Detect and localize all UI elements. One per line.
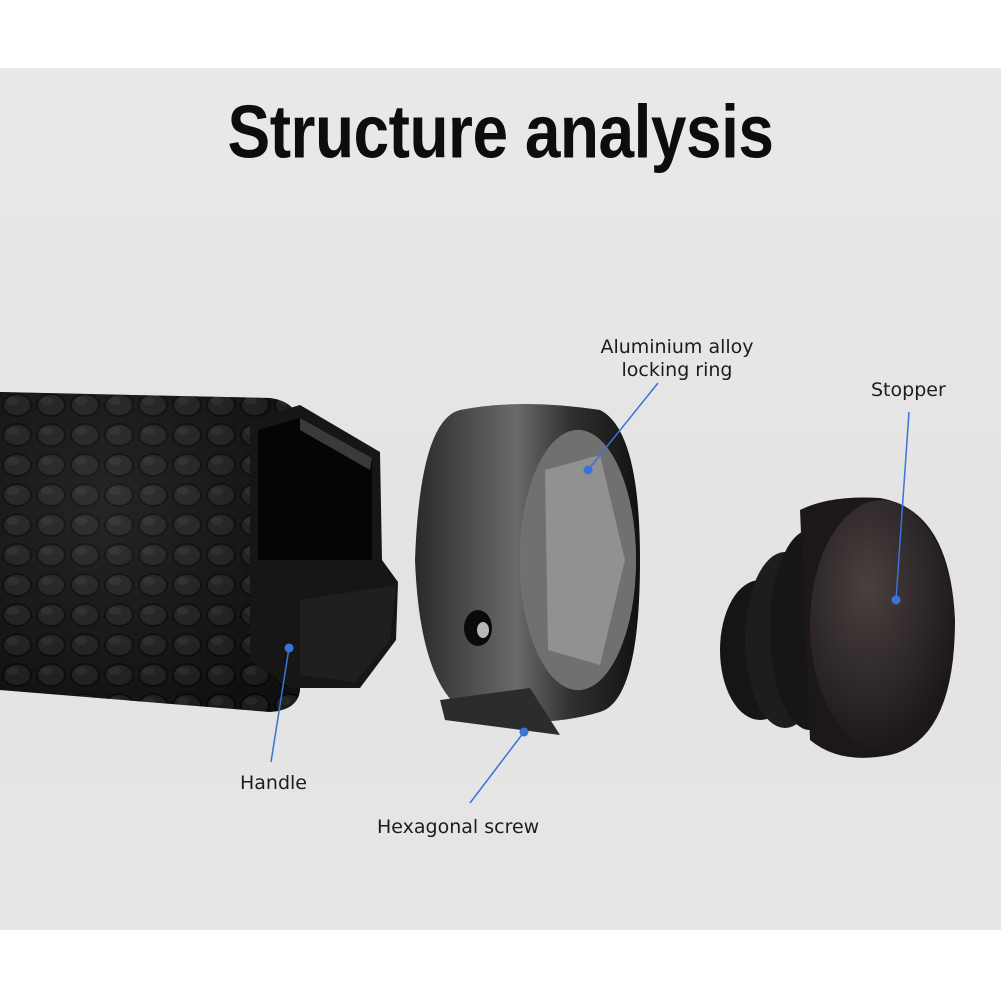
- ring-leader-dot: [583, 465, 593, 475]
- stopper-label: Stopper: [871, 379, 946, 401]
- leader-lines: [270, 382, 910, 804]
- handle-label: Handle: [240, 772, 308, 794]
- ring-label: Aluminium alloy locking ring: [594, 336, 760, 382]
- screw-leader-line: [469, 731, 525, 804]
- stopper-plug: [720, 497, 955, 758]
- ring-label-line1: Aluminium alloy: [600, 336, 754, 358]
- page-title: Structure analysis: [227, 89, 774, 175]
- locking-ring: [415, 404, 640, 735]
- ring-leader-line: [587, 382, 659, 471]
- screw-label: Hexagonal screw: [377, 816, 540, 838]
- handle-grip: [0, 392, 300, 712]
- ring-label-line2: locking ring: [621, 359, 733, 381]
- screw-leader-dot: [519, 727, 529, 737]
- leader-dots: [284, 465, 901, 737]
- handle-leader-line: [270, 647, 290, 763]
- stopper-leader-dot: [891, 595, 901, 605]
- handle-tube-end: [250, 405, 398, 688]
- stopper-leader-line: [895, 411, 910, 601]
- handle-leader-dot: [284, 643, 294, 653]
